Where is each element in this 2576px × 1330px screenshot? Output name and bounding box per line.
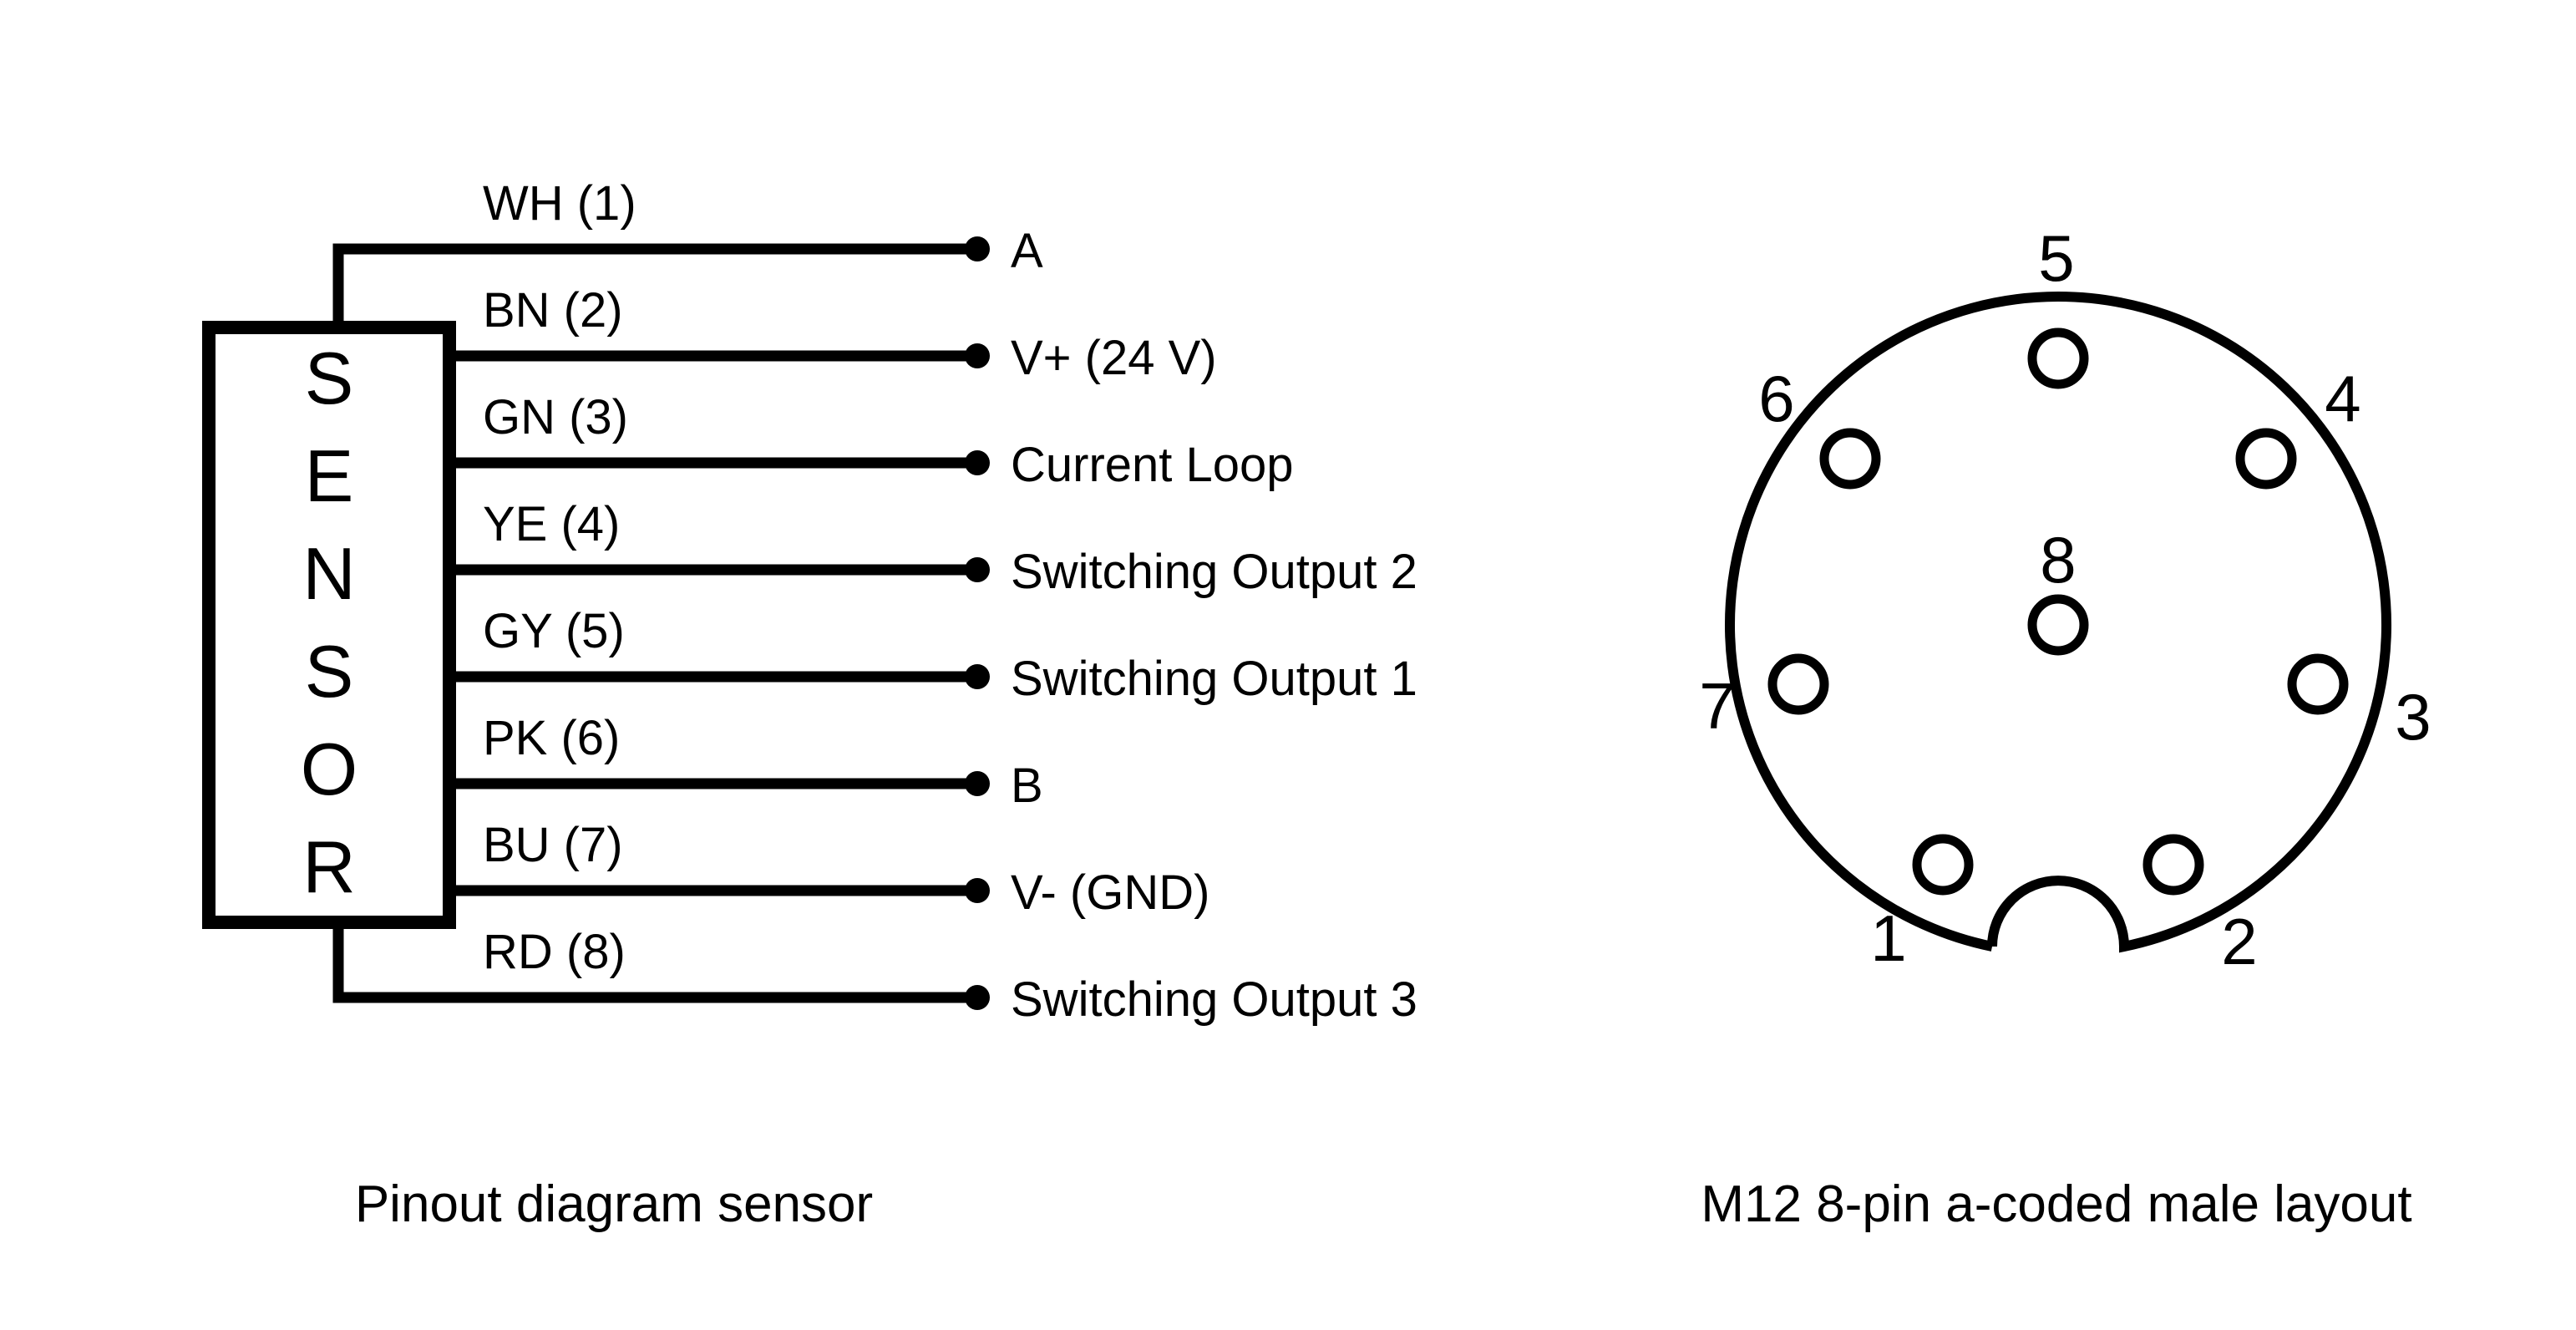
sensor-box-label: S E N S O R [301,337,357,908]
wire-row-8: RD (8) Switching Output 3 [332,917,1417,1027]
wire-color-label: RD (8) [483,925,626,979]
pin-number-1: 1 [1870,901,1906,975]
wire-endpoint-dot [965,878,990,903]
wire-color-label: YE (4) [483,497,620,551]
pin-hole-1 [1912,834,1974,896]
wire-signal-label: V+ (24 V) [1011,331,1217,385]
wire-signal-label: A [1011,224,1043,278]
sensor-letter-3: N [302,532,356,615]
wire-signal-label: Switching Output 1 [1011,652,1417,706]
wire-endpoint-dot [965,343,990,368]
pin-hole-5 [2027,327,2089,389]
wire-endpoint-dot [965,664,990,689]
pin-hole-8 [2027,594,2089,656]
wire-color-label: GY (5) [483,604,625,658]
wire-endpoint-dot [965,557,990,582]
sensor-letter-2: E [305,434,354,517]
sensor-letter-6: R [302,825,356,908]
pin-hole-4 [2235,428,2297,490]
pin-hole-7 [1767,653,1829,715]
wire-signal-label: Switching Output 2 [1011,545,1417,599]
wire-signal-label: B [1011,759,1043,813]
wire-row-2: BN (2) V+ (24 V) [455,283,1217,385]
wire-row-5: GY (5) Switching Output 1 [455,604,1417,706]
wire-signal-label: Switching Output 3 [1011,972,1417,1027]
sensor-letter-5: O [301,728,357,810]
wire-row-6: PK (6) B [455,711,1043,813]
wire-color-label: BN (2) [483,283,623,338]
sensor-wiring-diagram: WH (1) A BN (2) V+ (24 V) GN (3) Current… [202,176,1417,1233]
pin-number-6: 6 [1758,362,1794,435]
connector-outline [1725,292,2391,953]
pin-hole-2 [2142,834,2204,896]
wire-path [332,243,977,332]
wire-endpoint-dot [965,771,990,796]
wire-row-3: GN (3) Current Loop [455,390,1294,492]
pin-number-3: 3 [2395,680,2431,754]
pin-number-2: 2 [2221,905,2257,978]
wire-row-4: YE (4) Switching Output 2 [455,497,1417,599]
wire-color-label: GN (3) [483,390,628,444]
right-caption: M12 8-pin a-coded male layout [1701,1175,2411,1233]
pin-number-7: 7 [1699,669,1735,743]
wire-row-1: WH (1) A [332,176,1043,332]
pin-number-8: 8 [2040,523,2076,596]
wire-path [332,917,977,1003]
left-caption: Pinout diagram sensor [355,1175,873,1233]
wire-endpoint-dot [965,985,990,1010]
wire-row-7: BU (7) V- (GND) [455,818,1209,920]
pin-number-4: 4 [2325,362,2360,435]
sensor-box [202,321,456,929]
sensor-letter-1: S [305,337,354,419]
wire-color-label: PK (6) [483,711,620,765]
wire-endpoint-dot [965,236,990,261]
wire-signal-label: V- (GND) [1011,866,1209,920]
wire-color-label: WH (1) [483,176,636,231]
pin-hole-6 [1819,428,1881,490]
pin-hole-3 [2287,653,2349,715]
sensor-letter-4: S [305,630,354,713]
wire-color-label: BU (7) [483,818,623,872]
m12-connector-diagram: 5 6 4 7 3 1 2 8 M12 8-pin a-coded male l… [1699,221,2431,1233]
pin-number-5: 5 [2038,221,2074,295]
wire-signal-label: Current Loop [1011,438,1294,492]
wire-endpoint-dot [965,450,990,475]
